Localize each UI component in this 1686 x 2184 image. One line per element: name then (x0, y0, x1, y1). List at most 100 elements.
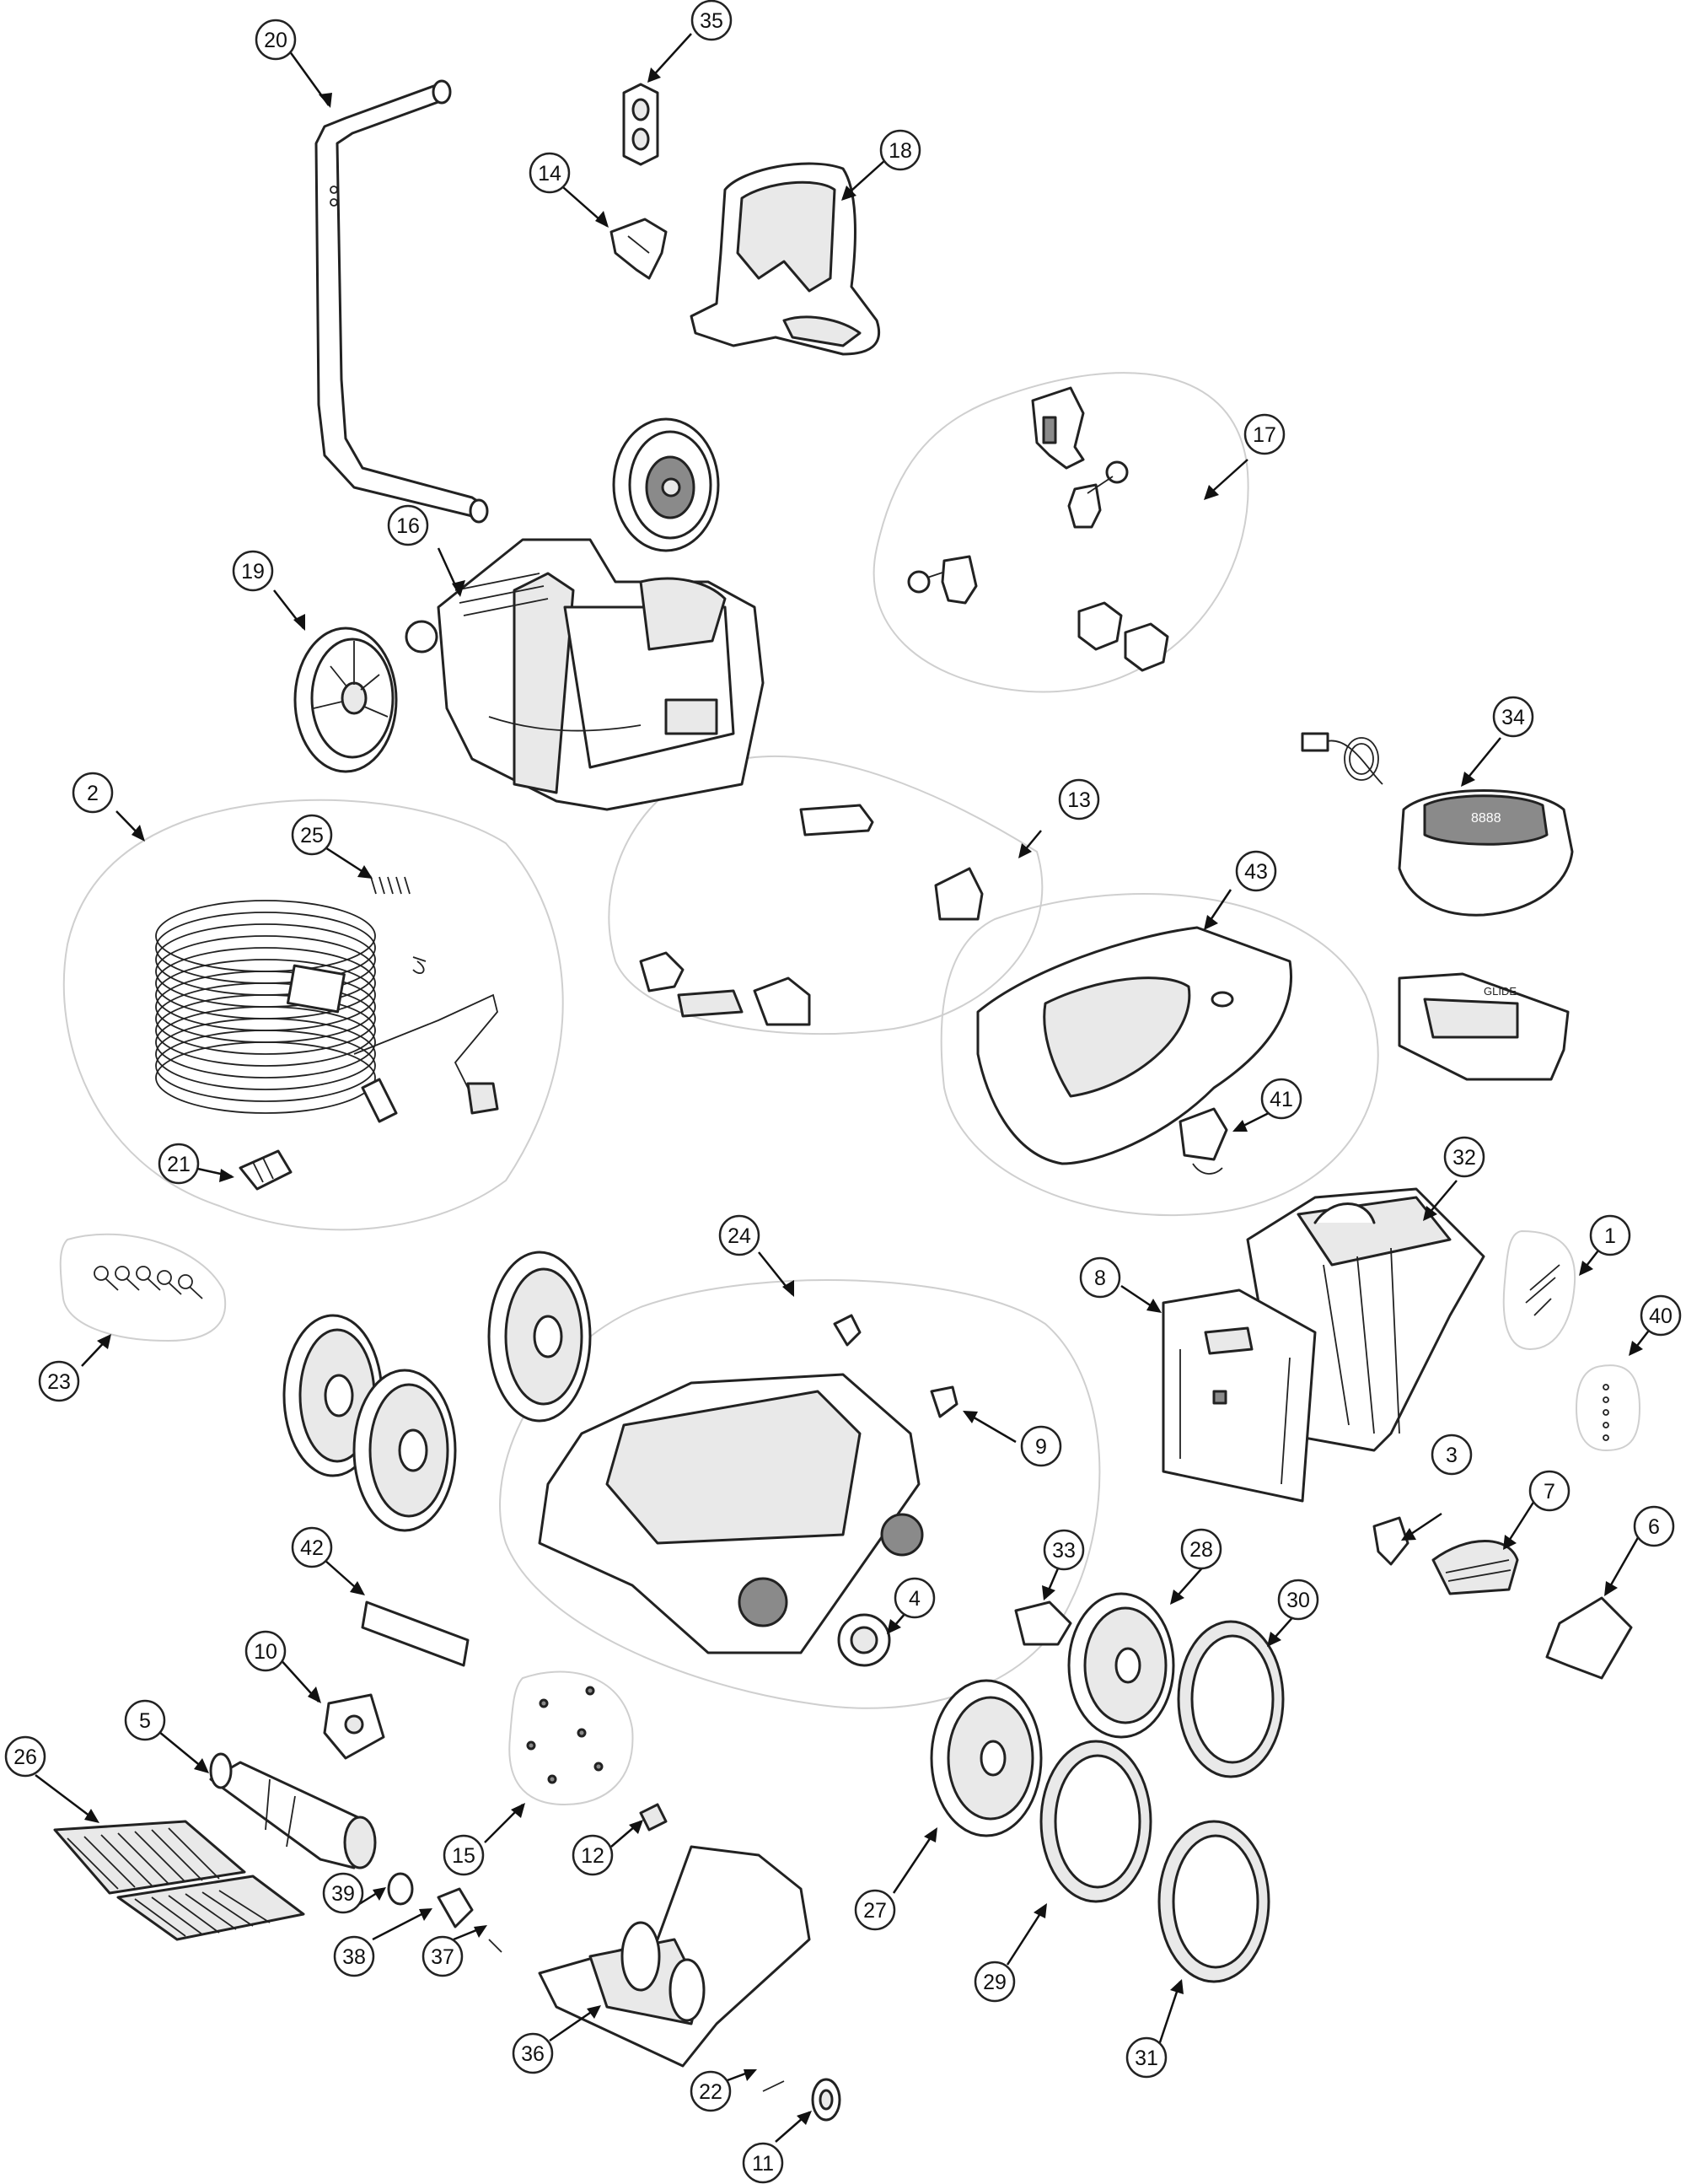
part-40-screws (1603, 1384, 1609, 1441)
callout-circle (1633, 1505, 1675, 1547)
callout-circle (1640, 1294, 1682, 1337)
callout-29: 29 (974, 1961, 1016, 2003)
callout-circle (1443, 1136, 1485, 1178)
callout-7: 7 (1528, 1470, 1571, 1512)
callout-circle (854, 1889, 896, 1931)
callout-number: 16 (396, 514, 420, 538)
callout-number: 19 (241, 560, 265, 584)
callout-circle (572, 1834, 614, 1876)
callout-number: 31 (1135, 2047, 1158, 2070)
part-24-body (538, 1314, 958, 1654)
callout-circle (158, 1143, 200, 1185)
zone-13-kit (608, 755, 1044, 1036)
callout-circle (422, 1935, 464, 1977)
part-17-kit (907, 386, 1169, 672)
part-drive-wheel-c (487, 1251, 592, 1423)
control-box-display: 8888 (1471, 811, 1501, 826)
part-20-handle (314, 79, 489, 524)
callout-number: 1 (1604, 1224, 1616, 1248)
callout-circle (387, 504, 429, 546)
leader-lines (35, 33, 1655, 2143)
part-36-motor-block (538, 1845, 811, 2068)
callout-number: 24 (728, 1224, 751, 1248)
part-11-gear (811, 2078, 841, 2122)
zone-40-screws (1575, 1364, 1641, 1452)
part-29-tire (1039, 1740, 1152, 1903)
callout-number: 32 (1452, 1146, 1476, 1170)
callout-20: 20 (255, 19, 297, 61)
callout-circle (1243, 413, 1286, 455)
callout-40: 40 (1640, 1294, 1682, 1337)
callout-number: 40 (1649, 1304, 1673, 1328)
zone-2-cable (62, 799, 564, 1231)
callouts: 1234567891011121314151617181920212223242… (4, 0, 1682, 2184)
callout-number: 18 (889, 139, 912, 163)
callout-circle (1180, 1528, 1222, 1570)
callout-circle (742, 2142, 784, 2184)
callout-22: 22 (690, 2070, 732, 2112)
callout-circle (333, 1935, 375, 1977)
callout-circle (974, 1961, 1016, 2003)
zone-17-kit (873, 372, 1249, 693)
callout-number: 8 (1094, 1267, 1106, 1290)
callout-number: 43 (1244, 860, 1268, 884)
callout-circle (1058, 778, 1100, 820)
zone-15-plugs (508, 1670, 634, 1806)
callout-circle (244, 1630, 287, 1672)
callout-circle (4, 1735, 46, 1778)
part-31-tire (1157, 1820, 1270, 1983)
callout-number: 7 (1544, 1480, 1555, 1504)
callout-circle (1431, 1434, 1473, 1476)
callout-39: 39 (322, 1872, 364, 1914)
part-drive-wheel-b (352, 1369, 457, 1532)
callout-circle (512, 2032, 554, 2074)
callout-13: 13 (1058, 778, 1100, 820)
part-2-cable (155, 900, 499, 1123)
callout-24: 24 (718, 1214, 760, 1256)
callout-23: 23 (38, 1360, 80, 1402)
callout-number: 38 (342, 1945, 366, 1969)
part-37-pin (488, 1939, 502, 1953)
part-14-bracket (609, 218, 668, 280)
callout-number: 26 (13, 1746, 37, 1769)
callout-circle (1043, 1529, 1085, 1571)
part-42-strip (361, 1600, 470, 1667)
callout-15: 15 (443, 1834, 485, 1876)
part-12-clip (639, 1803, 668, 1832)
callout-14: 14 (529, 152, 571, 194)
callout-circle (1079, 1256, 1121, 1299)
callout-circle (1528, 1470, 1571, 1512)
callout-26: 26 (4, 1735, 46, 1778)
callout-number: 22 (699, 2080, 722, 2104)
callout-36: 36 (512, 2032, 554, 2074)
callout-41: 41 (1260, 1078, 1302, 1120)
part-18-grip (690, 162, 881, 356)
callout-number: 14 (538, 162, 561, 186)
part-22-pin (762, 2080, 785, 2092)
callout-27: 27 (854, 1889, 896, 1931)
callout-3: 3 (1431, 1434, 1473, 1476)
callout-number: 41 (1270, 1088, 1293, 1111)
callout-number: 39 (331, 1882, 355, 1906)
part-7-flap (1431, 1540, 1519, 1595)
callout-circle (443, 1834, 485, 1876)
callout-number: 2 (87, 782, 99, 805)
callout-number: 9 (1035, 1435, 1047, 1459)
filter-lid-label: GLIDE (1484, 985, 1517, 998)
callout-circle (291, 1526, 333, 1568)
callout-21: 21 (158, 1143, 200, 1185)
filter-lid: GLIDE (1398, 972, 1570, 1081)
callout-circle (1277, 1579, 1319, 1621)
callout-37: 37 (422, 1935, 464, 1977)
callout-circle (1235, 850, 1277, 892)
callout-number: 33 (1052, 1539, 1076, 1563)
callout-circle (72, 772, 114, 814)
part-34-control-box: 8888 (1301, 732, 1574, 917)
callout-42: 42 (291, 1526, 333, 1568)
callout-circle (690, 2070, 732, 2112)
callout-circle (1020, 1425, 1062, 1467)
callout-circle (529, 152, 571, 194)
zone-43-kit (940, 893, 1379, 1216)
callout-9: 9 (1020, 1425, 1062, 1467)
